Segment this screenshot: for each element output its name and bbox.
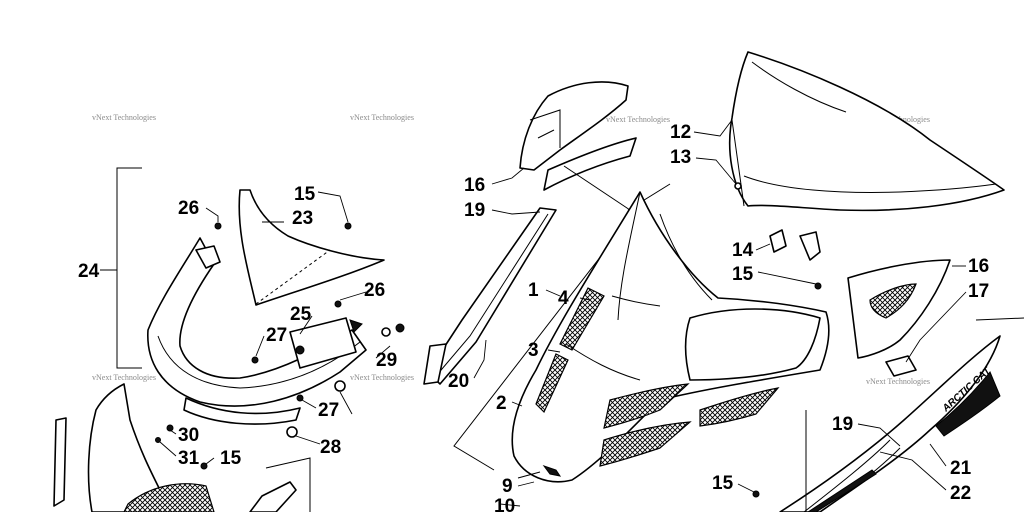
callout-15: 15 [732,264,754,285]
nut-30 [166,424,174,432]
callout-15: 15 [294,184,316,205]
grille-right [699,387,780,427]
washer-31 [155,437,161,443]
center-assembly: ARCTIC CAT [423,51,1024,512]
screw-26 [214,222,222,230]
watermark-text: vNext Technologies [606,115,670,124]
grommet-28 [334,380,346,392]
callout-19: 19 [832,414,853,435]
callout-21: 21 [950,458,972,479]
callout-2: 2 [496,393,507,414]
intake-vent-upper [559,287,605,351]
clip-29 [395,323,405,333]
screw-15 [752,490,760,498]
callout-23: 23 [292,208,313,229]
deflector-mesh [869,283,917,319]
hood-badge [542,465,562,477]
bracket-17 [885,355,917,377]
callout-16: 16 [968,256,989,277]
side-panel-left [87,383,161,512]
watermark-text: vNext Technologies [92,113,156,122]
callout-16: 16 [464,175,485,196]
side-strip [53,417,67,507]
screw-15 [200,462,208,470]
callout-9: 9 [502,476,513,497]
screw-26 [334,300,342,308]
screw-13 [734,182,742,190]
bracket-24 [116,167,142,369]
grille-lower [599,421,692,467]
watermark-text: vNext Technologies [92,373,156,382]
decal-panel [289,317,357,369]
callout-19: 19 [464,200,485,221]
watermark-text: vNext Technologies [350,373,414,382]
rivet-27 [296,394,304,402]
clip-29 [381,327,391,337]
callout-26: 26 [178,198,199,219]
left-assembly [53,167,405,512]
callout-15: 15 [712,473,734,494]
callout-30: 30 [178,425,199,446]
grille-left [603,383,690,429]
callout-labels: 26 15 23 24 26 25 27 29 27 28 30 31 15 1… [78,122,989,512]
grommet-28 [286,426,298,438]
grille-lower-left [123,483,215,512]
callout-13: 13 [670,147,691,168]
intake-vent-lower [535,353,569,414]
callout-12: 12 [670,122,691,143]
callout-17: 17 [968,281,989,302]
watermark-text: vNext Technologies [350,113,414,122]
callout-4: 4 [558,288,569,309]
callout-31: 31 [178,448,200,469]
callout-26: 26 [364,280,385,301]
callout-15: 15 [220,448,242,469]
callout-24: 24 [78,261,100,282]
callout-14: 14 [732,240,754,261]
callout-25: 25 [290,304,312,325]
callout-1: 1 [528,280,539,301]
mount-bracket [769,229,787,253]
callout-10: 10 [494,496,515,512]
screw-15 [344,222,352,230]
screw-15 [814,282,822,290]
rivet-27 [251,356,259,364]
callout-27: 27 [318,400,339,421]
watermark-text: vNext Technologies [866,377,930,386]
callout-28: 28 [320,437,341,458]
callout-20: 20 [448,371,469,392]
callout-22: 22 [950,483,971,504]
callout-29: 29 [376,350,397,371]
side-panel-stripe [935,371,1001,437]
side-deflector [519,81,629,171]
callout-3: 3 [528,340,539,361]
lens-cover [238,189,385,306]
callout-27: 27 [266,325,287,346]
